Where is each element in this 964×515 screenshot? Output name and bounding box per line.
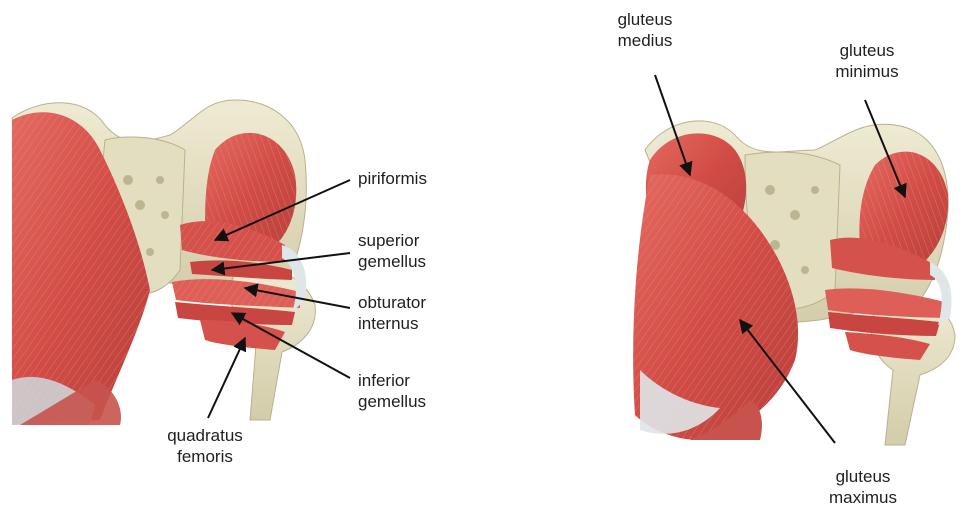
label-gluteus-medius: gluteus medius bbox=[605, 9, 685, 51]
label-superior-gemellus-line2: gemellus bbox=[358, 251, 426, 272]
label-gluteus-minimus-line2: minimus bbox=[822, 61, 912, 82]
right-pelvis-illustration bbox=[633, 121, 955, 445]
label-gluteus-maximus-line1: gluteus bbox=[818, 466, 908, 487]
label-quadratus-femoris: quadratus femoris bbox=[155, 425, 255, 467]
label-gluteus-medius-line2: medius bbox=[605, 30, 685, 51]
label-piriformis: piriformis bbox=[358, 168, 427, 189]
label-gluteus-minimus: gluteus minimus bbox=[822, 40, 912, 82]
label-superior-gemellus-line1: superior bbox=[358, 230, 426, 251]
label-inferior-gemellus-line2: gemellus bbox=[358, 391, 426, 412]
quadratus-femoris-arrow bbox=[208, 338, 245, 418]
label-gluteus-medius-line1: gluteus bbox=[605, 9, 685, 30]
label-superior-gemellus: superior gemellus bbox=[358, 230, 426, 272]
label-obturator-internus-line2: internus bbox=[358, 313, 426, 334]
label-piriformis-line1: piriformis bbox=[358, 168, 427, 189]
label-gluteus-maximus-line2: maximus bbox=[818, 487, 908, 508]
label-quadratus-femoris-line1: quadratus bbox=[155, 425, 255, 446]
label-inferior-gemellus: inferior gemellus bbox=[358, 370, 426, 412]
label-inferior-gemellus-line1: inferior bbox=[358, 370, 426, 391]
label-obturator-internus-line1: obturator bbox=[358, 292, 426, 313]
label-gluteus-maximus: gluteus maximus bbox=[818, 466, 908, 508]
label-quadratus-femoris-line2: femoris bbox=[155, 446, 255, 467]
label-obturator-internus: obturator internus bbox=[358, 292, 426, 334]
label-gluteus-minimus-line1: gluteus bbox=[822, 40, 912, 61]
